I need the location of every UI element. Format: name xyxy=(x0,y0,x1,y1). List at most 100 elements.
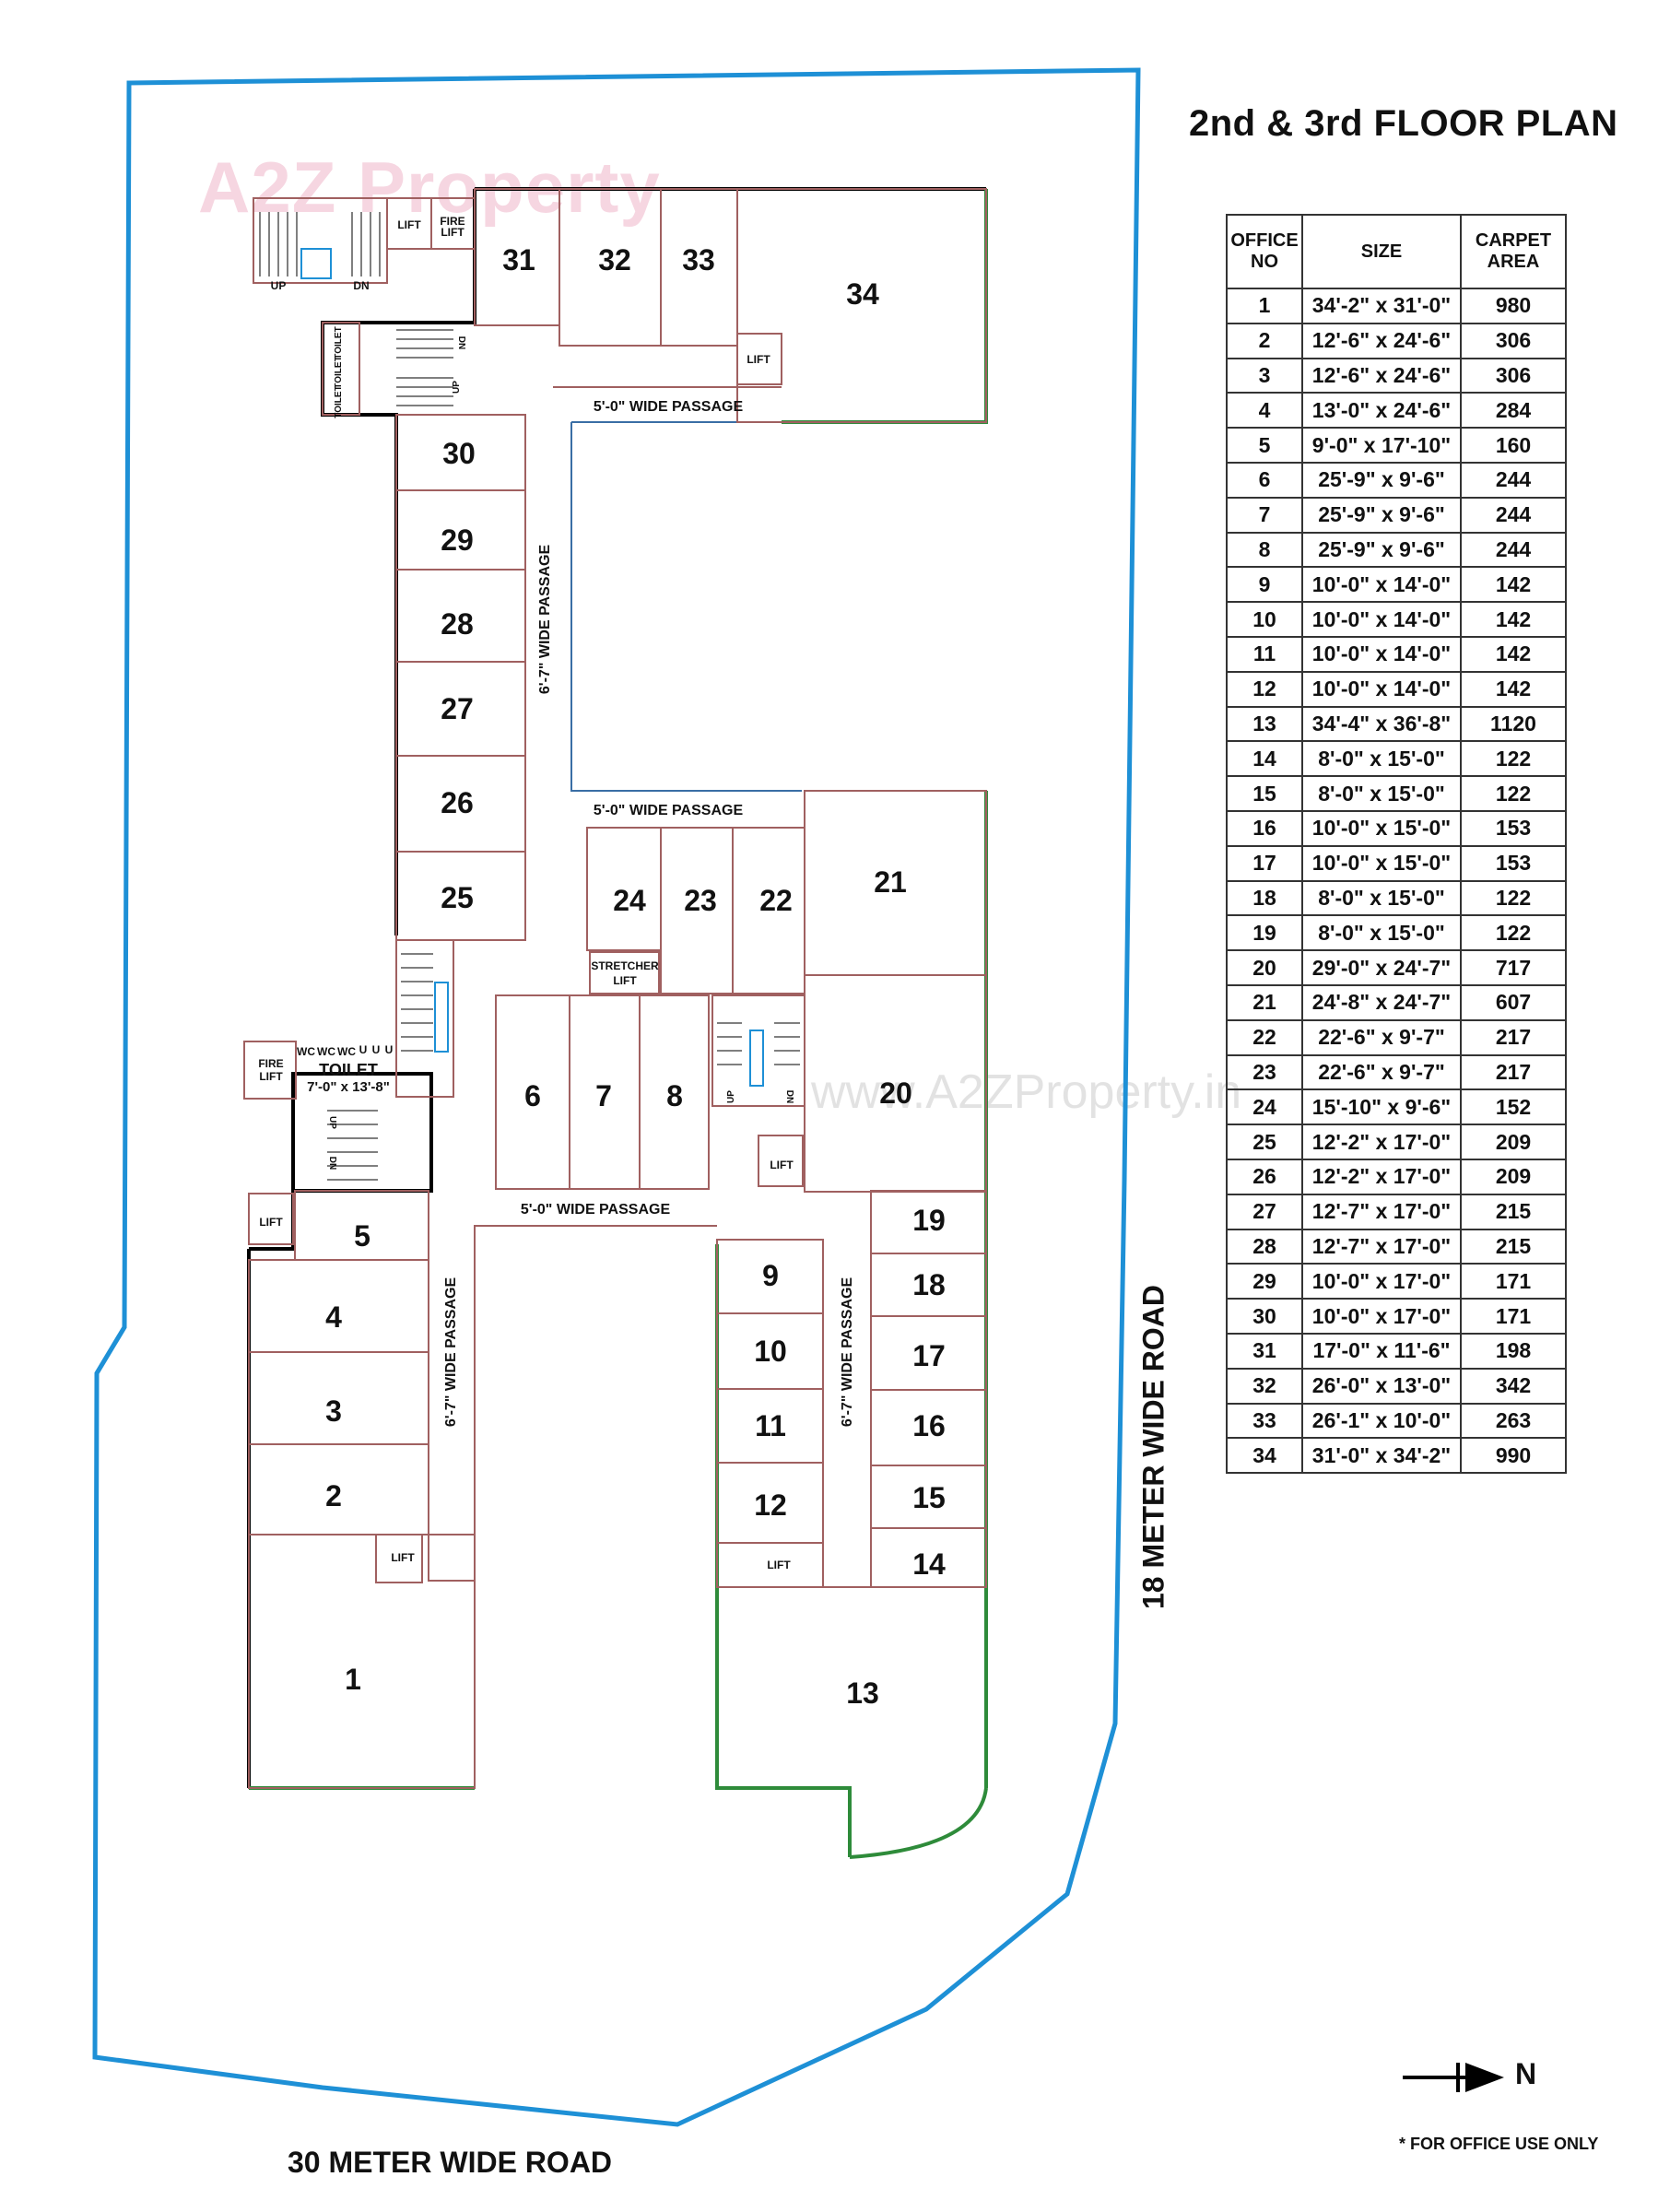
cell-size: 26'-1" x 10'-0" xyxy=(1301,1402,1462,1440)
office-9: 9 xyxy=(762,1259,779,1292)
passage-label: 6'-7" WIDE PASSAGE xyxy=(443,1277,459,1428)
cell-office-no: 17 xyxy=(1226,844,1303,882)
cell-size: 34'-2" x 31'-0" xyxy=(1301,288,1462,324)
header-size: SIZE xyxy=(1301,214,1462,289)
cell-size: 13'-0" x 24'-6" xyxy=(1301,392,1462,429)
cell-size: 25'-9" x 9'-6" xyxy=(1301,496,1462,534)
cell-office-no: 4 xyxy=(1226,392,1303,429)
cell-office-no: 28 xyxy=(1226,1228,1303,1265)
lift-label: LIFT xyxy=(259,1216,283,1229)
lift-label: LIFT xyxy=(397,218,421,231)
cell-office-no: 25 xyxy=(1226,1124,1303,1160)
up-label: UP xyxy=(271,279,287,292)
cell-office-no: 3 xyxy=(1226,357,1303,394)
fire-lift-label: LIFT xyxy=(259,1070,283,1083)
cell-carpet-area: 342 xyxy=(1460,1367,1567,1405)
office-26: 26 xyxy=(441,786,474,819)
office-24: 24 xyxy=(613,884,646,917)
small-toilet-label: TOILET xyxy=(334,385,344,418)
cell-carpet-area: 122 xyxy=(1460,914,1567,952)
cell-carpet-area: 142 xyxy=(1460,601,1567,638)
cell-size: 10'-0" x 14'-0" xyxy=(1301,601,1462,638)
cell-office-no: 1 xyxy=(1226,288,1303,324)
office-31: 31 xyxy=(502,243,535,276)
cell-size: 9'-0" x 17'-10" xyxy=(1301,427,1462,464)
cell-size: 8'-0" x 15'-0" xyxy=(1301,879,1462,917)
dn-label: DN xyxy=(353,279,369,292)
room-outlines xyxy=(243,188,987,1789)
cell-office-no: 13 xyxy=(1226,705,1303,743)
cell-carpet-area: 1120 xyxy=(1460,705,1567,743)
cell-carpet-area: 717 xyxy=(1460,949,1567,986)
cell-office-no: 32 xyxy=(1226,1367,1303,1405)
office-3: 3 xyxy=(325,1394,342,1428)
toilet-label: TOILET xyxy=(319,1061,378,1079)
cell-carpet-area: 217 xyxy=(1460,1018,1567,1056)
passage-outlines xyxy=(570,421,802,792)
cell-carpet-area: 244 xyxy=(1460,461,1567,499)
cell-carpet-area: 142 xyxy=(1460,566,1567,604)
cell-size: 29'-0" x 24'-7" xyxy=(1301,949,1462,986)
cell-office-no: 22 xyxy=(1226,1018,1303,1056)
office-19: 19 xyxy=(912,1204,946,1237)
office-22: 22 xyxy=(759,884,793,917)
cell-carpet-area: 306 xyxy=(1460,322,1567,359)
cell-carpet-area: 171 xyxy=(1460,1263,1567,1300)
cell-size: 12'-7" x 17'-0" xyxy=(1301,1228,1462,1265)
cell-carpet-area: 152 xyxy=(1460,1088,1567,1126)
cell-size: 10'-0" x 15'-0" xyxy=(1301,809,1462,847)
cell-carpet-area: 122 xyxy=(1460,775,1567,812)
cell-size: 12'-7" x 17'-0" xyxy=(1301,1193,1462,1230)
cell-office-no: 29 xyxy=(1226,1263,1303,1300)
cell-size: 31'-0" x 34'-2" xyxy=(1301,1437,1462,1475)
cell-size: 12'-2" x 17'-0" xyxy=(1301,1158,1462,1195)
cell-size: 24'-8" x 24'-7" xyxy=(1301,983,1462,1021)
cell-size: 10'-0" x 14'-0" xyxy=(1301,566,1462,604)
cell-size: 12'-6" x 24'-6" xyxy=(1301,322,1462,359)
cell-size: 26'-0" x 13'-0" xyxy=(1301,1367,1462,1405)
office-5: 5 xyxy=(354,1219,370,1253)
cell-size: 25'-9" x 9'-6" xyxy=(1301,531,1462,569)
cell-office-no: 14 xyxy=(1226,740,1303,778)
cell-office-no: 6 xyxy=(1226,461,1303,499)
dn-label: DN xyxy=(784,1090,794,1103)
office-10: 10 xyxy=(754,1335,787,1368)
cell-office-no: 31 xyxy=(1226,1332,1303,1370)
cell-size: 10'-0" x 14'-0" xyxy=(1301,670,1462,708)
cell-carpet-area: 980 xyxy=(1460,288,1567,324)
cell-size: 12'-6" x 24'-6" xyxy=(1301,357,1462,394)
up-label: UP xyxy=(452,381,462,394)
office-23: 23 xyxy=(684,884,717,917)
cell-carpet-area: 607 xyxy=(1460,983,1567,1021)
office-14: 14 xyxy=(912,1547,946,1581)
stair-well xyxy=(749,1030,764,1087)
cell-carpet-area: 990 xyxy=(1460,1437,1567,1475)
office-7: 7 xyxy=(595,1079,612,1112)
office-17: 17 xyxy=(912,1339,946,1372)
small-toilet-label: TOILET xyxy=(334,356,344,388)
office-15: 15 xyxy=(912,1481,946,1514)
office-1: 1 xyxy=(345,1663,361,1696)
cell-carpet-area: 153 xyxy=(1460,844,1567,882)
cell-office-no: 7 xyxy=(1226,496,1303,534)
fire-lift-label: FIRE xyxy=(440,215,464,228)
cell-office-no: 23 xyxy=(1226,1053,1303,1091)
cell-size: 10'-0" x 15'-0" xyxy=(1301,844,1462,882)
